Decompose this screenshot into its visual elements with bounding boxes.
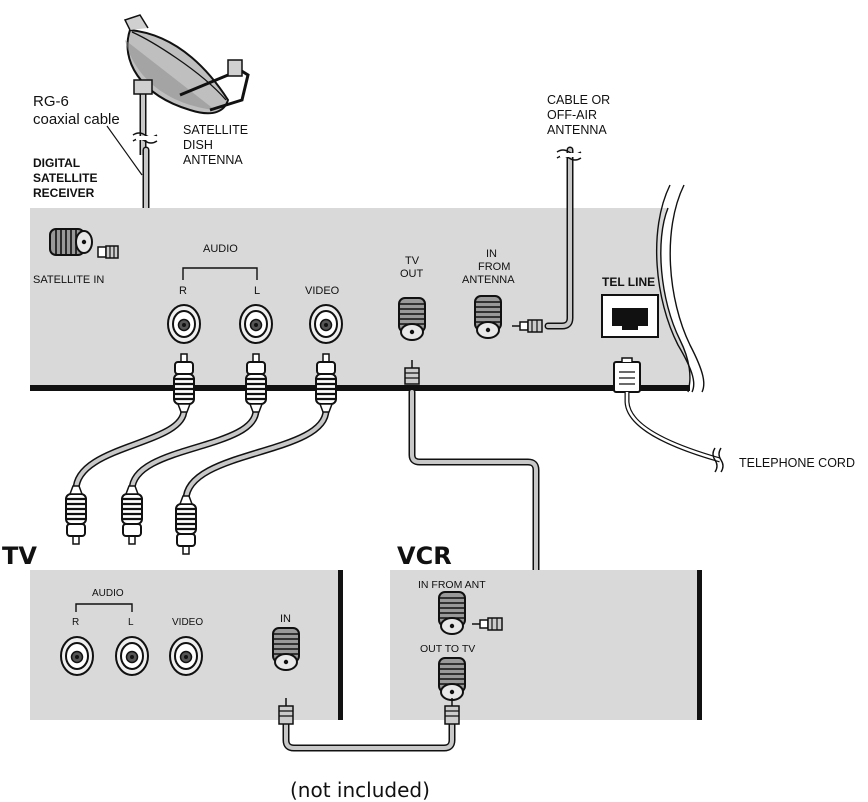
tel-line-label: TEL LINE: [602, 275, 655, 289]
video-label: VIDEO: [305, 285, 340, 297]
tel-cord-label: TELEPHONE CORD: [739, 456, 855, 470]
video-plug: [314, 352, 338, 414]
audio-l-plug: [244, 352, 268, 414]
tel-line-jack[interactable]: [601, 294, 659, 338]
tv-audio-label: AUDIO: [92, 588, 124, 599]
phone-plug-icon: [613, 357, 641, 393]
tv-audio-r-jack[interactable]: [60, 636, 94, 676]
sat-in-label: SATELLITE IN: [33, 274, 104, 286]
tv-out-jack[interactable]: [398, 297, 426, 341]
tv-r-label: R: [72, 617, 79, 628]
coax-label: coaxial cable: [33, 111, 120, 128]
satellite-in-jack[interactable]: [49, 228, 93, 256]
vcr-out-jack[interactable]: [438, 657, 466, 701]
tv-title: TV: [2, 542, 37, 570]
rg6-label: RG-6: [33, 93, 69, 110]
in-from-antenna-jack[interactable]: [474, 295, 502, 339]
audio-r-plug: [172, 352, 196, 414]
in-from-label-1: IN: [486, 248, 497, 260]
cable-label-1: CABLE OR: [547, 93, 610, 107]
satellite-dish-icon: [123, 14, 250, 155]
audio-l-jack[interactable]: [239, 304, 273, 344]
audio-l-label: L: [254, 285, 260, 297]
receiver-panel: [30, 184, 705, 393]
vcr-in-label: IN FROM ANT: [418, 579, 486, 591]
audio-r-label: R: [179, 285, 187, 297]
tv-audio-l-plug: [120, 484, 144, 546]
cable-label-2: OFF-AIR: [547, 108, 597, 122]
tv-out-label-1: TV: [405, 255, 420, 267]
tv-video-jack[interactable]: [169, 636, 203, 676]
audio-label: AUDIO: [203, 243, 238, 255]
satellite-plug-icon: [97, 245, 119, 259]
tv-in-jack[interactable]: [272, 627, 300, 671]
in-from-label-3: ANTENNA: [462, 274, 515, 286]
vcr-in-plug-icon: [472, 617, 503, 631]
dish-label-3: ANTENNA: [183, 153, 243, 167]
vcr-in-jack[interactable]: [438, 591, 466, 635]
antenna-plug-icon: [512, 319, 543, 333]
tv-out-label-2: OUT: [400, 268, 424, 280]
vcr-out-plug-icon: [444, 698, 460, 725]
tv-in-label: IN: [280, 613, 291, 625]
dish-label-1: SATELLITE: [183, 123, 248, 137]
vcr-out-label: OUT TO TV: [420, 643, 475, 655]
tv-in-plug-icon: [278, 698, 294, 725]
tv-video-label: VIDEO: [172, 617, 203, 628]
tv-video-plug: [174, 494, 198, 556]
vcr-title: VCR: [397, 542, 452, 570]
tv-audio-l-jack[interactable]: [115, 636, 149, 676]
dish-label-2: DISH: [183, 138, 213, 152]
audio-r-jack[interactable]: [167, 304, 201, 344]
tv-out-plug-icon: [404, 360, 420, 385]
receiver-label-2: SATELLITE: [33, 171, 97, 185]
tv-l-label: L: [128, 617, 134, 628]
receiver-label-3: RECEIVER: [33, 186, 95, 200]
video-jack[interactable]: [309, 304, 343, 344]
cable-label-3: ANTENNA: [547, 123, 607, 137]
tv-audio-r-plug: [64, 484, 88, 546]
not-included-note: (not included): [290, 778, 430, 802]
in-from-label-2: FROM: [478, 261, 510, 273]
receiver-label-1: DIGITAL: [33, 156, 80, 170]
